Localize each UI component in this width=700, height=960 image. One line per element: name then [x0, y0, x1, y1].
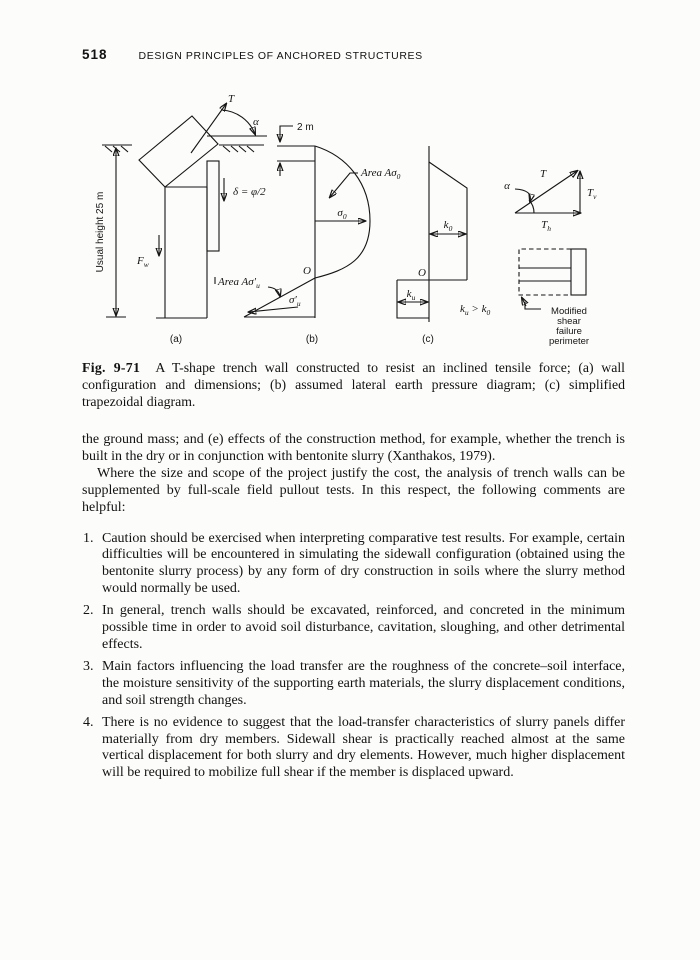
perimeter-pointer-elbow	[524, 302, 541, 310]
alpha-label: α	[253, 116, 259, 128]
tensile-force-arrow	[190, 104, 226, 154]
sigmau-arrow	[249, 306, 299, 312]
ground-hatch-left	[104, 145, 129, 153]
sublabel-a: (a)	[170, 334, 182, 345]
item-number: 1.	[83, 530, 94, 546]
item-text: Caution should be exercised when interpr…	[102, 530, 625, 597]
ku-label: ku	[407, 288, 416, 302]
origin-b-label: O	[303, 265, 311, 277]
body-paragraph-2: Where the size and scope of the project …	[82, 465, 625, 515]
origin-c-label: O	[418, 267, 426, 279]
wall-configuration-diagram: Usual height 25 m T α δ = φ/2	[95, 93, 267, 345]
sigma0-label: σ0	[337, 207, 346, 221]
delta-label: δ = φ/2	[233, 186, 266, 198]
k0-label: k0	[444, 219, 453, 233]
trapezoidal-diagram: k0 O ku ku > k0 (c)	[396, 146, 490, 345]
T-vector	[514, 171, 577, 214]
list-item: 2. In general, trench walls should be ex…	[82, 603, 625, 654]
body-text: the ground mass; and (e) effects of the …	[82, 432, 625, 787]
page-number: 518	[82, 47, 108, 62]
area-sigma0-leader	[330, 172, 358, 197]
list-item: 4. There is no evidence to suggest that …	[82, 715, 625, 783]
wall-weight-label: Fw	[136, 255, 149, 269]
figure-9-71: Usual height 25 m T α δ = φ/2	[52, 88, 648, 360]
ground-hatch-right	[222, 145, 255, 153]
item-number: 2.	[83, 603, 94, 619]
page-header: 518 DESIGN PRINCIPLES OF ANCHORED STRUCT…	[82, 47, 625, 62]
ku-box	[396, 280, 429, 319]
trapezoid-outline	[428, 161, 468, 280]
area-sigmau-label: Area Aσ′u	[217, 276, 260, 290]
area-sigma0-label: Area Aσ0	[360, 167, 401, 181]
sigmau-label: σ′u	[289, 294, 301, 308]
perimeter-label-line3: failure	[556, 326, 582, 337]
perimeter-dashed-outline	[518, 248, 571, 296]
area-sigmau-leader	[267, 286, 280, 296]
perimeter-label-line1: Modified	[551, 306, 587, 317]
force-triangle: T α Tv Th	[504, 168, 597, 233]
usual-height-label: Usual height 25 m	[95, 192, 106, 273]
comments-list: 1. Caution should be exercised when inte…	[82, 531, 625, 783]
item-number: 3.	[83, 658, 94, 674]
sublabel-b: (b)	[306, 334, 318, 345]
trench-wall-figure: Usual height 25 m T α δ = φ/2	[95, 93, 597, 347]
running-head: DESIGN PRINCIPLES OF ANCHORED STRUCTURES	[138, 50, 423, 62]
item-text: In general, trench walls should be excav…	[102, 603, 625, 652]
alpha-arc	[221, 109, 255, 134]
perimeter-label-line2: shear	[557, 316, 581, 327]
item-number: 4.	[83, 714, 94, 730]
body-paragraph-1: the ground mass; and (e) effects of the …	[82, 432, 625, 464]
two-m-leader	[280, 125, 293, 141]
Th-label: Th	[541, 219, 551, 233]
triangle-T-label: T	[540, 168, 547, 180]
ku-gt-k0-label: ku > k0	[460, 303, 490, 317]
inclined-block	[138, 115, 219, 188]
earth-pressure-diagram: 2 m σ0 Area Aσ0 O Area Aσ′u σ′u (b)	[214, 122, 401, 345]
caption-text: A T-shape trench wall constructed to res…	[82, 360, 625, 409]
flange-section	[570, 248, 587, 296]
wall-stem	[156, 186, 208, 319]
figure-caption: Fig. 9-71 A T-shape trench wall construc…	[82, 359, 625, 410]
caption-tag: Fig. 9-71	[82, 360, 141, 375]
Tv-label: Tv	[587, 187, 597, 201]
list-item: 1. Caution should be exercised when inte…	[82, 531, 625, 599]
list-item: 3. Main factors influencing the load tra…	[82, 659, 625, 710]
triangle-alpha-label: α	[504, 180, 510, 192]
force-T-label: T	[228, 93, 235, 105]
alpha-leader	[514, 188, 530, 201]
perimeter-label-line4: perimeter	[549, 336, 589, 347]
sublabel-c: (c)	[422, 334, 434, 345]
item-text: There is no evidence to suggest that the…	[102, 714, 625, 781]
two-m-label: 2 m	[297, 122, 314, 133]
wall-flange	[206, 160, 220, 252]
shear-perimeter-inset: Modified shear failure perimeter	[518, 248, 589, 347]
item-text: Main factors influencing the load transf…	[102, 658, 625, 708]
pressure-curve	[314, 145, 371, 279]
